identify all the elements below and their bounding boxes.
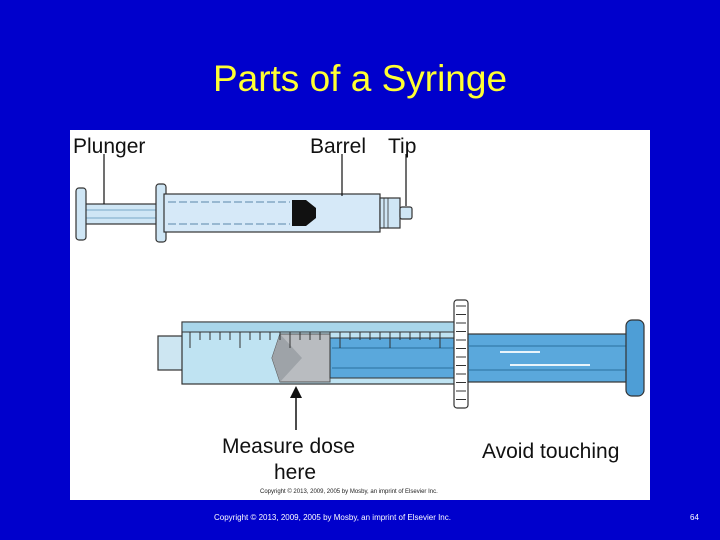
top-syringe (75, 154, 413, 243)
barrel-graduations (189, 332, 441, 348)
measure-dose-label-line1: Measure dose (222, 435, 356, 458)
bottom-syringe (157, 299, 645, 430)
plunger-label: Plunger (73, 135, 146, 158)
image-credit: Copyright © 2013, 2009, 2005 by Mosby, a… (260, 489, 438, 495)
footer-copyright: Copyright © 2013, 2009, 2005 by Mosby, a… (214, 513, 451, 522)
flange-ridges (456, 305, 466, 400)
page-number: 64 (690, 513, 699, 522)
barrel-label: Barrel (310, 135, 367, 158)
tip-label: Tip (388, 135, 417, 158)
measure-dose-label-line2: here (274, 461, 317, 484)
syringe-figure: Plunger Barrel Tip Measure dose here Avo… (70, 130, 650, 500)
slide-title: Parts of a Syringe (212, 58, 508, 99)
syringe-illustration (75, 154, 645, 430)
avoid-touching-label: Avoid touching (482, 440, 620, 463)
